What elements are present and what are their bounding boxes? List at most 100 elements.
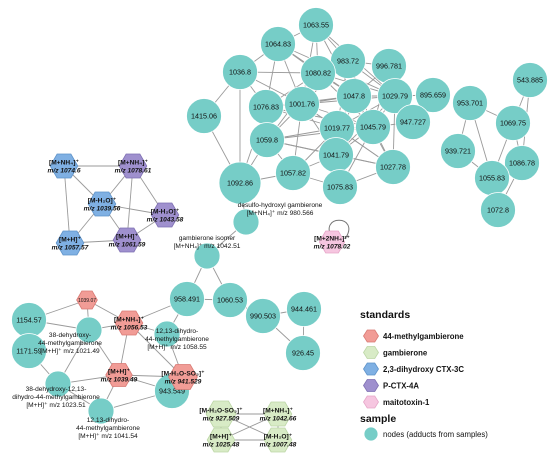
sample-node-label: 1060.53 (217, 296, 243, 305)
sample-node-label: 1059.8 (256, 136, 278, 145)
sample-node-label: 1064.83 (265, 40, 291, 49)
standard-node-ion: [M+NH₄]⁺ (114, 317, 144, 324)
sample-node-c1047[interactable] (336, 78, 372, 114)
sample-node-label: 943.549 (159, 387, 185, 396)
standard-node-ion: [M-H₂O]⁺ (88, 198, 117, 205)
sample-node-c947[interactable] (395, 104, 431, 140)
sample-node-c1415[interactable] (186, 98, 222, 134)
standard-node-ion: [M+NH₄]⁺ (263, 408, 293, 415)
annotation-line: 44-methylgambierone (38, 340, 102, 347)
standard-node-h1039p[interactable] (76, 290, 98, 310)
legend-label-pctx4a: P-CTX-4A (383, 382, 419, 391)
standard-node-mz: m/z 1078.61 (115, 168, 152, 175)
annotation-line: 38-dehydroxy- (49, 332, 91, 339)
annotation-line: 38-dehydroxy-12,13- (26, 386, 87, 393)
sample-node-c1069[interactable] (495, 105, 531, 141)
sample-node-c990[interactable] (245, 298, 281, 334)
sample-node-c1080[interactable] (300, 55, 336, 91)
annotation-line: [M+H]⁺ m/z 1058.55 (147, 344, 207, 351)
standard-node-h1057[interactable] (55, 230, 85, 256)
sample-node-c895[interactable] (415, 77, 451, 113)
sample-node-label: 1075.83 (327, 183, 353, 192)
standard-node-h1043[interactable] (150, 202, 180, 228)
sample-node-c944[interactable] (286, 291, 322, 327)
standard-node-h1039[interactable] (87, 191, 117, 217)
sample-node-label: 1045.79 (360, 123, 386, 132)
sample-node-cdes[interactable] (232, 208, 260, 236)
sample-node-c1213[interactable] (153, 320, 181, 348)
sample-node-c1057[interactable] (275, 155, 311, 191)
sample-node-c953[interactable] (452, 85, 488, 121)
standard-node-h1074[interactable] (49, 153, 79, 179)
standard-node-ion: [M+NH₄]⁺ (118, 160, 148, 167)
standard-node-ion: [M+H]⁺ (59, 237, 81, 244)
standard-node-h1061[interactable] (112, 227, 142, 253)
annotation-line: 44-methylgambierone (145, 336, 209, 343)
standard-node-mz: m/z 1039.56 (84, 206, 121, 213)
sample-node-c1029[interactable] (377, 78, 413, 114)
sample-node-c1075[interactable] (322, 169, 358, 205)
sample-node-label: 1076.83 (253, 103, 279, 112)
sample-node-label: 895.659 (420, 91, 446, 100)
sample-node-c38a[interactable] (75, 316, 103, 344)
sample-node-c38b[interactable] (44, 370, 72, 398)
standard-node-h941[interactable] (168, 364, 198, 390)
sample-node-label: 953.701 (457, 99, 483, 108)
sample-node-label: 1047.8 (343, 92, 365, 101)
standard-node-ion: [M+2NH₄]²⁺ (314, 236, 350, 243)
sample-node-label: 1027.78 (380, 163, 406, 172)
legend-swatch-methylgam (363, 329, 379, 343)
sample-node-c543[interactable] (512, 62, 548, 98)
standard-node-h1007[interactable] (263, 427, 293, 453)
sample-node-c1027[interactable] (375, 149, 411, 185)
sample-node-c1059[interactable] (249, 122, 285, 158)
sample-node-label: 1057.82 (280, 169, 306, 178)
standard-node-mz: m/z 1078.02 (314, 244, 351, 251)
sample-node-label: 543.885 (517, 76, 543, 85)
sample-node-c926[interactable] (285, 335, 321, 371)
sample-node-label: 1036.8 (229, 68, 251, 77)
sample-node-c1171[interactable] (11, 333, 47, 369)
sample-node-c1045[interactable] (355, 109, 391, 145)
annotation-line: desulfo-hydroxyl gambierone (238, 202, 323, 209)
standard-node-h927[interactable] (205, 400, 237, 428)
sample-node-c1036[interactable] (222, 54, 258, 90)
legend-label-methylgam: 44-methylgambierone (383, 332, 464, 341)
sample-node-label: 1415.06 (191, 112, 217, 121)
network-nodes: 1063.55983.72996.7811064.831080.821047.8… (11, 7, 548, 453)
sample-node-c1072[interactable] (480, 192, 516, 228)
standard-node-h1042[interactable] (263, 401, 293, 427)
standard-node-mz: m/z 1057.57 (52, 245, 89, 252)
sample-node-label: 1171.59 (16, 347, 41, 356)
sample-node-c1001[interactable] (284, 86, 320, 122)
sample-node-label: 939.721 (445, 147, 471, 156)
sample-node-c939[interactable] (440, 133, 476, 169)
sample-node-c1086[interactable] (504, 145, 540, 181)
standard-node-ion: [M-H₂O]⁺ (264, 434, 293, 441)
sample-node-c958[interactable] (169, 281, 205, 317)
sample-node-label: 1029.79 (382, 92, 408, 101)
standard-node-h2nh4[interactable] (318, 230, 346, 254)
sample-node-c1217[interactable] (87, 397, 115, 425)
standard-node-h1025[interactable] (206, 427, 236, 453)
sample-node-c1092[interactable] (218, 161, 262, 205)
sample-node-c1064[interactable] (260, 26, 296, 62)
sample-node-label: 983.72 (337, 57, 359, 66)
annotation-line: [M+NH₄]⁺ m/z 980.566 (247, 210, 314, 217)
sample-node-cgam[interactable] (193, 242, 221, 270)
sample-node-label: 947.727 (400, 118, 426, 127)
sample-node-label: 1154.57 (16, 316, 41, 325)
sample-node-c1060[interactable] (212, 282, 248, 318)
standard-node-h1078[interactable] (118, 153, 148, 179)
standard-node-h1056[interactable] (114, 310, 144, 336)
standard-node-mz: m/z 1056.53 (111, 325, 148, 332)
legend-standards-title: standards (360, 309, 410, 321)
standard-node-ion: [M-H₂O-SO₃]⁺ (199, 408, 243, 415)
standard-node-ion: [M-H₂O]⁺ (151, 209, 180, 216)
standard-node-mz: m/z 927.509 (203, 416, 240, 423)
sample-node-c1063[interactable] (298, 7, 334, 43)
sample-node-label: 926.45 (292, 349, 314, 358)
standard-node-h103949[interactable] (105, 363, 133, 387)
annotation-line: [M+H]⁺ m/z 1021.49 (40, 348, 100, 355)
